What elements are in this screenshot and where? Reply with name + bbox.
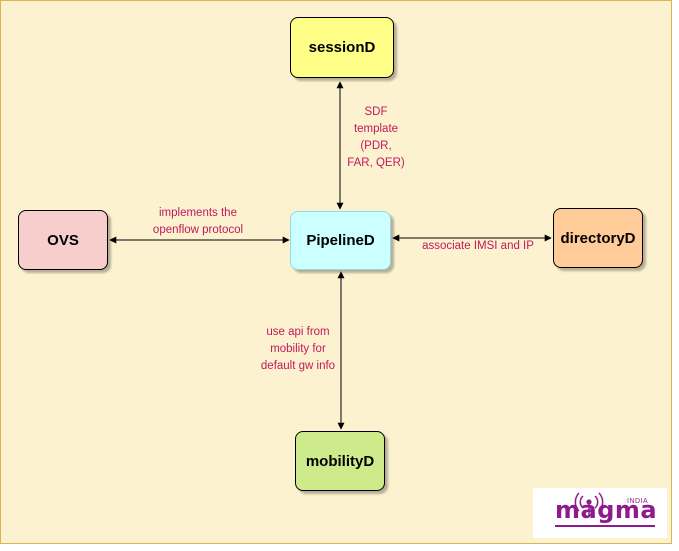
node-ovs[interactable]: OVS <box>18 210 108 270</box>
edge-label-pipeline-directory: associate IMSI and IP <box>422 240 534 252</box>
magma-logo: magma INDIA <box>533 488 667 538</box>
logo-country: INDIA <box>627 498 649 505</box>
node-mobilityd[interactable]: mobilityD <box>295 431 385 491</box>
edge-label-pipeline-mobility: use api from mobility for default gw inf… <box>260 326 336 372</box>
logo-wordmark: magma <box>555 496 658 524</box>
signal-tower-icon <box>574 492 604 516</box>
edge-label-session-pipeline: SDF template (PDR, FAR, QER) <box>347 106 405 169</box>
edge-label-ovs-pipeline: implements the openflow protocol <box>152 207 244 236</box>
logo-underline <box>555 525 655 527</box>
node-sessiond[interactable]: sessionD <box>290 17 394 78</box>
node-pipelined[interactable]: PipelineD <box>290 211 391 270</box>
node-directoryd[interactable]: directoryD <box>553 208 643 268</box>
